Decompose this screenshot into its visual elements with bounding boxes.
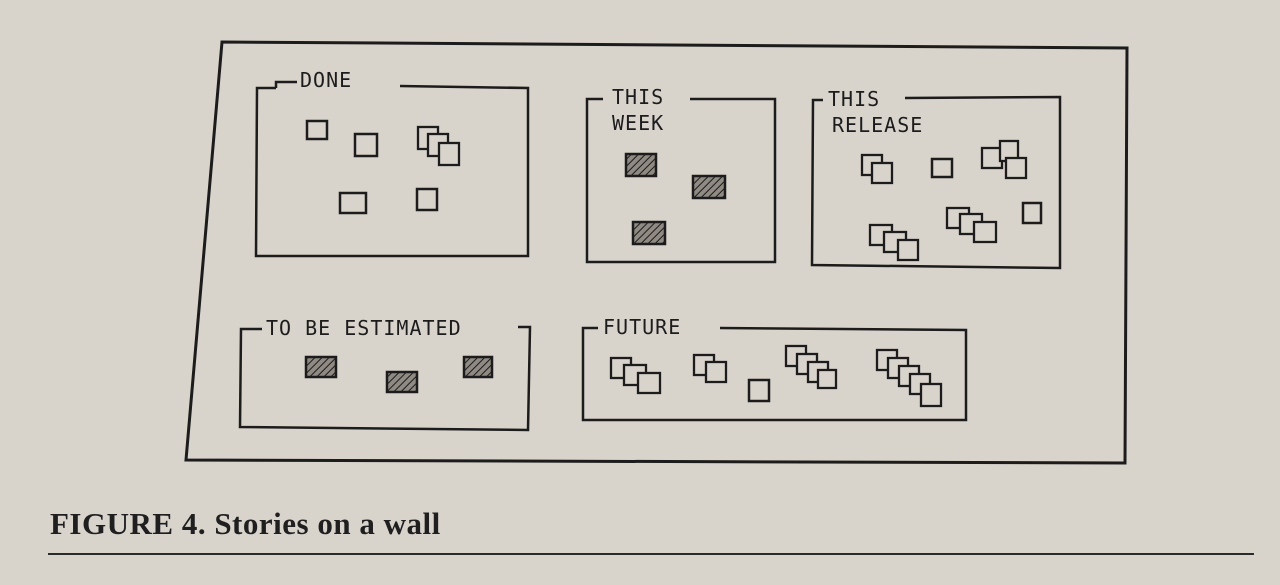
hatched-card <box>385 370 419 394</box>
hatched-card <box>631 220 667 246</box>
card-stack <box>609 356 662 395</box>
hatched-card <box>691 174 727 200</box>
section-to-be-estimated: TO BE ESTIMATED <box>238 316 532 432</box>
caption-rule <box>48 553 1254 555</box>
section-this-week: THIS WEEK <box>585 85 777 264</box>
hatched-card <box>624 152 658 178</box>
section-done: DONE <box>254 68 530 258</box>
card <box>930 157 954 179</box>
section-title-week: WEEK <box>612 111 664 135</box>
section-title-done: DONE <box>300 68 352 92</box>
card <box>353 132 379 158</box>
section-this-release: THIS RELEASE <box>810 87 1062 270</box>
card-stack <box>860 153 894 185</box>
wall-frame <box>184 40 1129 465</box>
card-stack <box>692 353 728 384</box>
card <box>747 378 771 403</box>
section-title-future: FUTURE <box>603 315 681 339</box>
card <box>338 191 368 215</box>
card-stack <box>945 206 998 244</box>
section-title-this: THIS <box>828 87 880 111</box>
card-stack <box>980 139 1028 180</box>
section-title-release: RELEASE <box>832 113 923 137</box>
card-stack <box>875 348 943 408</box>
card <box>305 119 329 141</box>
hatched-card <box>304 355 338 379</box>
hatched-card <box>462 355 494 379</box>
card-stack <box>784 344 838 390</box>
card-stack <box>868 223 920 262</box>
card <box>415 187 439 212</box>
card <box>1021 201 1043 225</box>
section-title-to-be-estimated: TO BE ESTIMATED <box>266 316 462 340</box>
section-title-this: THIS <box>612 85 664 109</box>
section-future: FUTURE <box>581 315 968 422</box>
card-stack <box>416 125 461 167</box>
figure-caption: FIGURE 4. Stories on a wall <box>50 506 441 541</box>
